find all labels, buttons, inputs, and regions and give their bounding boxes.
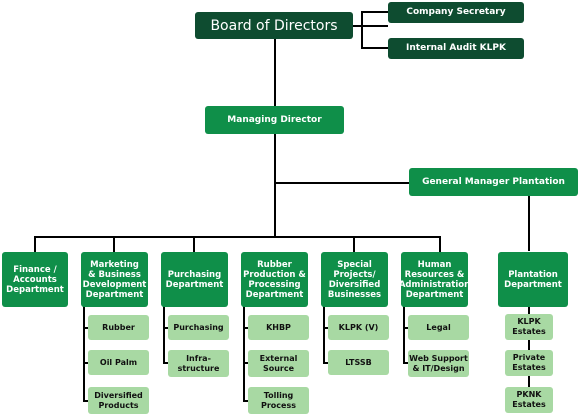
- unit-external-source: External Source: [248, 350, 309, 377]
- connector-line: [403, 362, 408, 364]
- board-of-directors-box: Board of Directors: [195, 12, 353, 39]
- connector-line: [243, 362, 248, 364]
- managing-director-box: Managing Director: [205, 106, 344, 134]
- plantation-department-box: Plantation Department: [498, 252, 568, 307]
- unit-khbp: KHBP: [248, 315, 309, 340]
- connector-line: [528, 195, 530, 251]
- connector-line: [193, 236, 195, 252]
- connector-line: [34, 236, 36, 252]
- connector-line: [243, 306, 245, 401]
- internal-audit-box: Internal Audit KLPK: [388, 38, 524, 59]
- unit-private-estates: Private Estates: [505, 350, 553, 376]
- unit-legal: Legal: [408, 315, 469, 340]
- connector-line: [528, 306, 530, 388]
- connector-line: [323, 362, 328, 364]
- connector-line: [163, 327, 168, 329]
- unit-ltssb: LTSSB: [328, 350, 389, 375]
- connector-line: [34, 236, 440, 238]
- connector-line: [361, 47, 388, 49]
- connector-line: [83, 306, 85, 401]
- connector-line: [83, 400, 88, 402]
- special-projects-box: Special Projects/ Diversified Businesses: [321, 252, 388, 307]
- connector-line: [243, 400, 248, 402]
- unit-web-support-it-design: Web Support & IT/Design: [408, 350, 469, 377]
- unit-pknk-estates: PKNK Estates: [505, 387, 553, 413]
- human-resources-department-box: Human Resources & Administration Departm…: [399, 252, 470, 307]
- connector-line: [274, 38, 276, 106]
- connector-line: [83, 327, 88, 329]
- unit-infrastructure: Infra- structure: [168, 350, 229, 377]
- connector-line: [113, 236, 115, 252]
- connector-line: [163, 362, 168, 364]
- connector-line: [274, 133, 276, 237]
- connector-line: [403, 306, 405, 364]
- connector-line: [352, 25, 388, 27]
- rubber-production-department-box: Rubber Production & Processing Departmen…: [241, 252, 308, 307]
- unit-oil-palm: Oil Palm: [88, 350, 149, 375]
- unit-purchasing: Purchasing: [168, 315, 229, 340]
- connector-line: [83, 362, 88, 364]
- connector-line: [243, 327, 248, 329]
- purchasing-department-box: Purchasing Department: [161, 252, 228, 307]
- connector-line: [403, 327, 408, 329]
- connector-line: [361, 11, 363, 49]
- connector-line: [323, 327, 328, 329]
- unit-klpk-estates: KLPK Estates: [505, 314, 553, 340]
- unit-rubber: Rubber: [88, 315, 149, 340]
- connector-line: [353, 236, 355, 252]
- connector-line: [275, 182, 409, 184]
- connector-line: [323, 306, 325, 364]
- company-secretary-box: Company Secretary: [388, 2, 524, 23]
- unit-tolling-process: Tolling Process: [248, 387, 309, 414]
- gm-plantation-box: General Manager Plantation: [409, 168, 578, 196]
- connector-line: [163, 306, 165, 364]
- unit-diversified-products: Diversified Products: [88, 387, 149, 414]
- finance-department-box: Finance / Accounts Department: [2, 252, 68, 307]
- connector-line: [439, 236, 441, 252]
- connector-line: [361, 11, 388, 13]
- unit-klpk-v: KLPK (V): [328, 315, 389, 340]
- marketing-department-box: Marketing & Business Development Departm…: [81, 252, 148, 307]
